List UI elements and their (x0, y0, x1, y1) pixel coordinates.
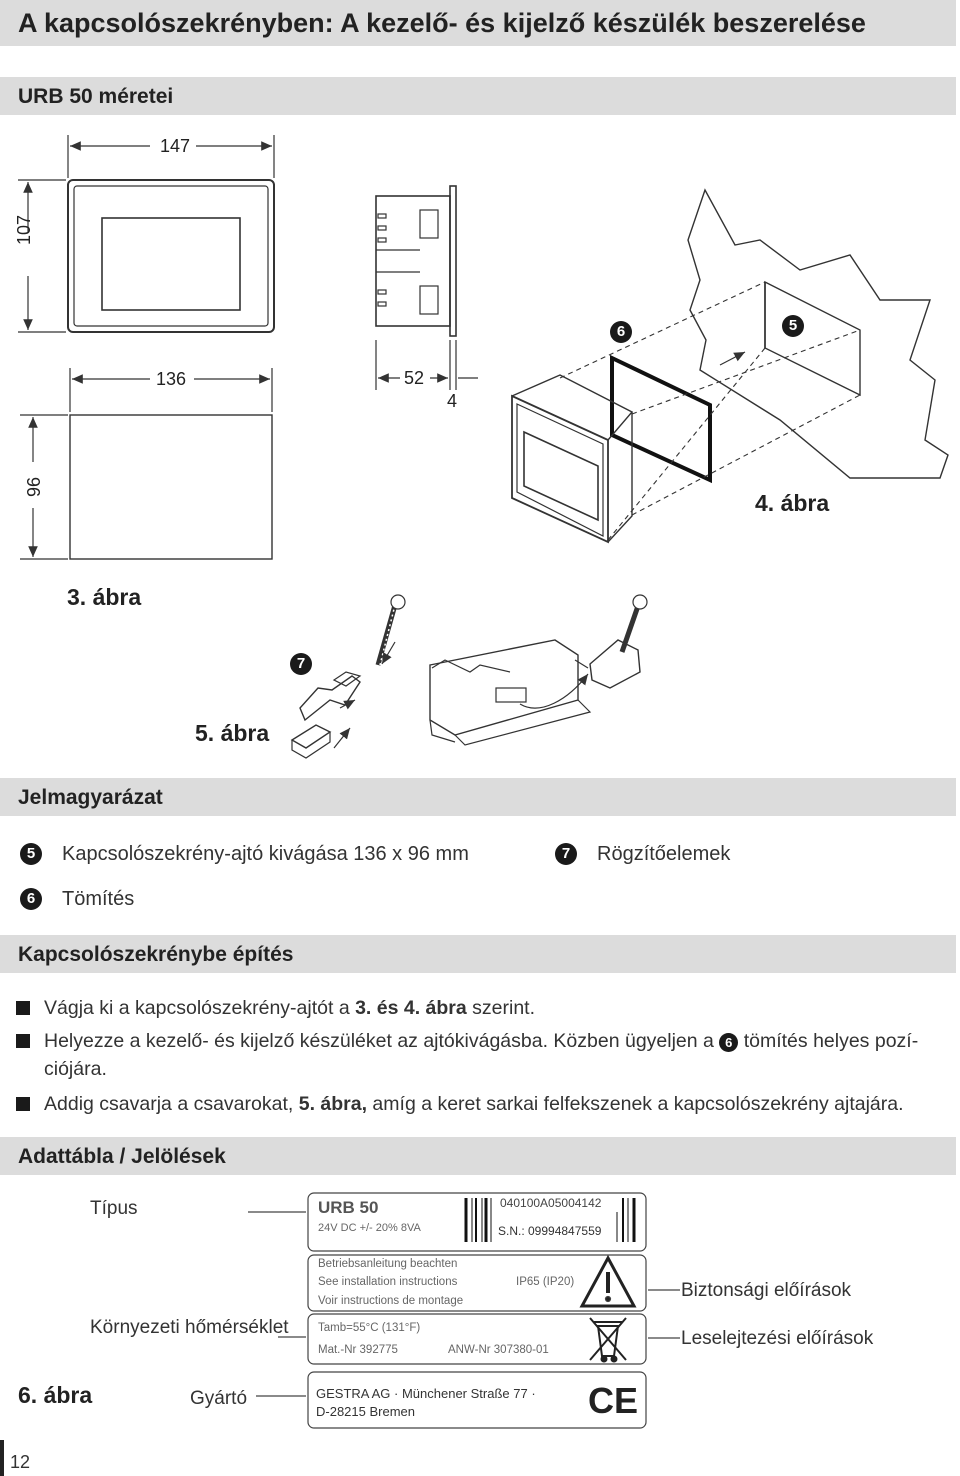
label-safety: Biztonsági előírások (681, 1280, 852, 1301)
plate-instr-de: Betriebsanleitung beachten (318, 1258, 458, 1270)
fig5-label: 5. ábra (195, 720, 270, 746)
label-type: Típus (90, 1198, 138, 1219)
plate-serial: S.N.: 09994847559 (498, 1224, 602, 1238)
fig3-label: 3. ábra (67, 584, 142, 610)
warning-triangle-icon (579, 1254, 637, 1308)
bullet-square-icon (16, 1097, 30, 1111)
clip-left (299, 675, 361, 722)
section-legend-heading: Jelmagyarázat (18, 786, 163, 809)
fig6-label: 6. ábra (18, 1382, 93, 1408)
plate-instr-en: See installation instructions (318, 1276, 458, 1288)
clip-block (290, 724, 332, 749)
dim-width-136: 136 (156, 369, 187, 389)
dim-height-96: 96 (24, 476, 44, 497)
plate-power: 24V DC +/- 20% 8VA (318, 1222, 421, 1234)
callout-5: 5 (782, 315, 804, 337)
dim-height-107: 107 (14, 214, 34, 245)
plate-tamb: Tamb=55°C (131°F) (318, 1322, 421, 1334)
device-front-inner (73, 185, 269, 327)
fig4-label: 4. ábra (755, 490, 830, 516)
label-disposal: Leselejtezési előírások (681, 1328, 874, 1349)
page-edge-mark (0, 1440, 4, 1476)
door-cutout-outline (69, 414, 273, 560)
device-display-window (101, 217, 241, 311)
bullet-square-icon (16, 1034, 30, 1048)
section-legend-bar: Jelmagyarázat (0, 778, 956, 816)
legend-text-6: Tömítés (62, 888, 135, 910)
legend-num-5: 5 (20, 843, 42, 865)
page-title: A kapcsolószekrényben: A kezelő- és kije… (18, 8, 866, 38)
section-installation-heading: Kapcsolószekrénybe építés (18, 943, 294, 966)
device-side-body (375, 195, 451, 327)
plate-maker-line1: GESTRA AG · Münchener Straße 77 · (316, 1386, 536, 1401)
section-nameplate-heading: Adattábla / Jelölések (18, 1145, 226, 1168)
label-manufacturer: Gyártó (190, 1388, 248, 1409)
dim-width-147: 147 (160, 136, 191, 156)
plate-code: 040100A05004142 (500, 1196, 602, 1210)
section-dimensions-heading: URB 50 méretei (18, 85, 174, 108)
seal-gasket (610, 354, 712, 484)
page-title-bar: A kapcsolószekrényben: A kezelő- és kije… (0, 0, 956, 46)
plate-matnr: Mat.-Nr 392775 (318, 1344, 398, 1356)
legend-text-7: Rögzítőelemek (597, 843, 731, 865)
legend-num-7: 7 (555, 843, 577, 865)
plate-model: URB 50 (318, 1198, 379, 1217)
callout-6: 6 (610, 321, 632, 343)
technical-drawings (18, 135, 949, 759)
inline-callout-6: 6 (719, 1033, 739, 1052)
callout-7: 7 (290, 653, 312, 675)
plate-maker-line2: D-28215 Bremen (316, 1404, 415, 1419)
plate-instr-fr: Voir instructions de montage (318, 1295, 464, 1307)
section-installation-bar: Kapcsolószekrénybe építés (0, 935, 956, 973)
plate-anwnr: ANW-Nr 307380-01 (448, 1344, 549, 1356)
section-dimensions-bar: URB 50 méretei (0, 77, 956, 115)
label-ambient-temp: Környezeti hőmérséklet (90, 1317, 289, 1338)
legend-text-5: Kapcsolószekrény-ajtó kivágása 136 x 96 … (62, 843, 469, 865)
ce-mark-icon: CE (588, 1380, 639, 1421)
plate-ip: IP65 (IP20) (516, 1276, 575, 1288)
device-front-outline (67, 179, 275, 333)
section-nameplate-bar: Adattábla / Jelölések (0, 1137, 956, 1175)
screw-right (619, 605, 641, 653)
dim-depth-52: 52 (404, 368, 425, 388)
page-number: 12 (10, 1452, 31, 1472)
cabinet-door-panel (687, 188, 949, 479)
disposal-bin-icon (589, 1317, 627, 1363)
device-perspective (511, 394, 609, 544)
legend-num-6: 6 (20, 888, 42, 910)
bullet-square-icon (16, 1001, 30, 1015)
dim-depth-4: 4 (447, 391, 458, 411)
